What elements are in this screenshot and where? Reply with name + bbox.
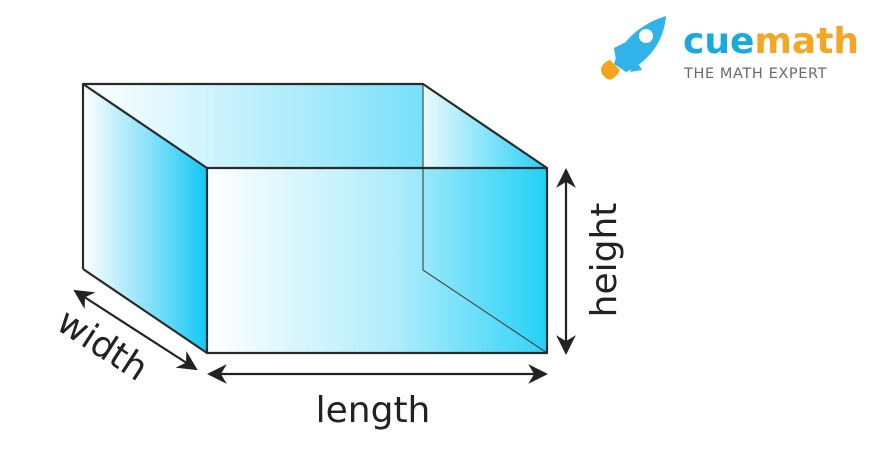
width-label: width — [49, 301, 155, 389]
brand-name-cue: cue — [683, 21, 754, 62]
hidden-edges — [422, 84, 548, 354]
length-label: length — [316, 390, 431, 431]
rocket-icon — [601, 16, 666, 80]
brand-name-math: math — [754, 21, 859, 62]
brand-tagline: THE MATH EXPERT — [683, 66, 827, 82]
left-face — [83, 84, 207, 353]
width-arrow — [73, 289, 198, 371]
brand-logo: cuemath THE MATH EXPERT — [601, 16, 859, 82]
svg-text:cuemath: cuemath — [683, 21, 859, 62]
front-face — [207, 168, 547, 353]
height-label: height — [584, 203, 625, 318]
